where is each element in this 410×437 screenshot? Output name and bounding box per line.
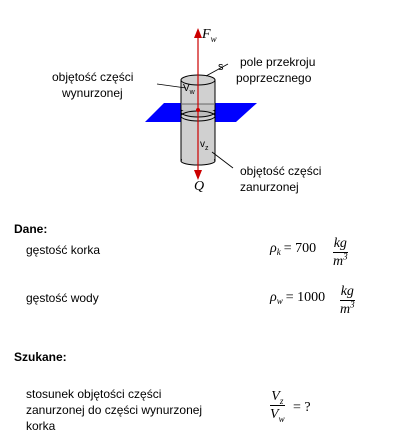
vw-label: Vw (183, 83, 195, 96)
volume-ratio: Vz Vw (270, 389, 285, 424)
label-zanurzonej-1: objętość części (240, 164, 322, 178)
force-arrow-up-head (194, 28, 202, 38)
pointer-wynurzonej (156, 83, 187, 89)
label-zanurzonej-2: zanurzonej (240, 180, 299, 194)
water-density-label: gęstość wody (26, 291, 99, 305)
sought-line-2: zanurzonej do części wynurzonej (26, 403, 203, 417)
label-wynurzonej-2: wynurzonej (62, 86, 123, 100)
water-density-unit: kg m3 (340, 284, 355, 317)
sought-line-3: korka (26, 419, 56, 433)
given-heading: Dane: (14, 222, 48, 236)
center-of-buoyancy (196, 108, 200, 112)
vz-label: vz (200, 139, 209, 152)
cork-diagram (145, 28, 257, 180)
sought-line-1: stosunek objętości części (26, 387, 162, 401)
label-pole-1: pole przekroju (240, 55, 316, 69)
cork-density-label: gęstość korka (26, 243, 101, 257)
force-label-top: Fw (202, 27, 217, 44)
pointer-pole (205, 63, 229, 77)
cork-density-unit: kg m3 (333, 236, 348, 269)
label-pole-2: poprzecznego (236, 71, 312, 85)
pointer-zanurzonej (211, 151, 234, 169)
sought-heading: Szukane: (14, 350, 67, 364)
s-label: s (218, 61, 224, 73)
ratio-equals: = ? (293, 400, 311, 415)
force-arrow-down-head (194, 170, 202, 180)
force-label-bottom: Q (194, 179, 205, 194)
label-wynurzonej-1: objętość części (52, 70, 134, 84)
